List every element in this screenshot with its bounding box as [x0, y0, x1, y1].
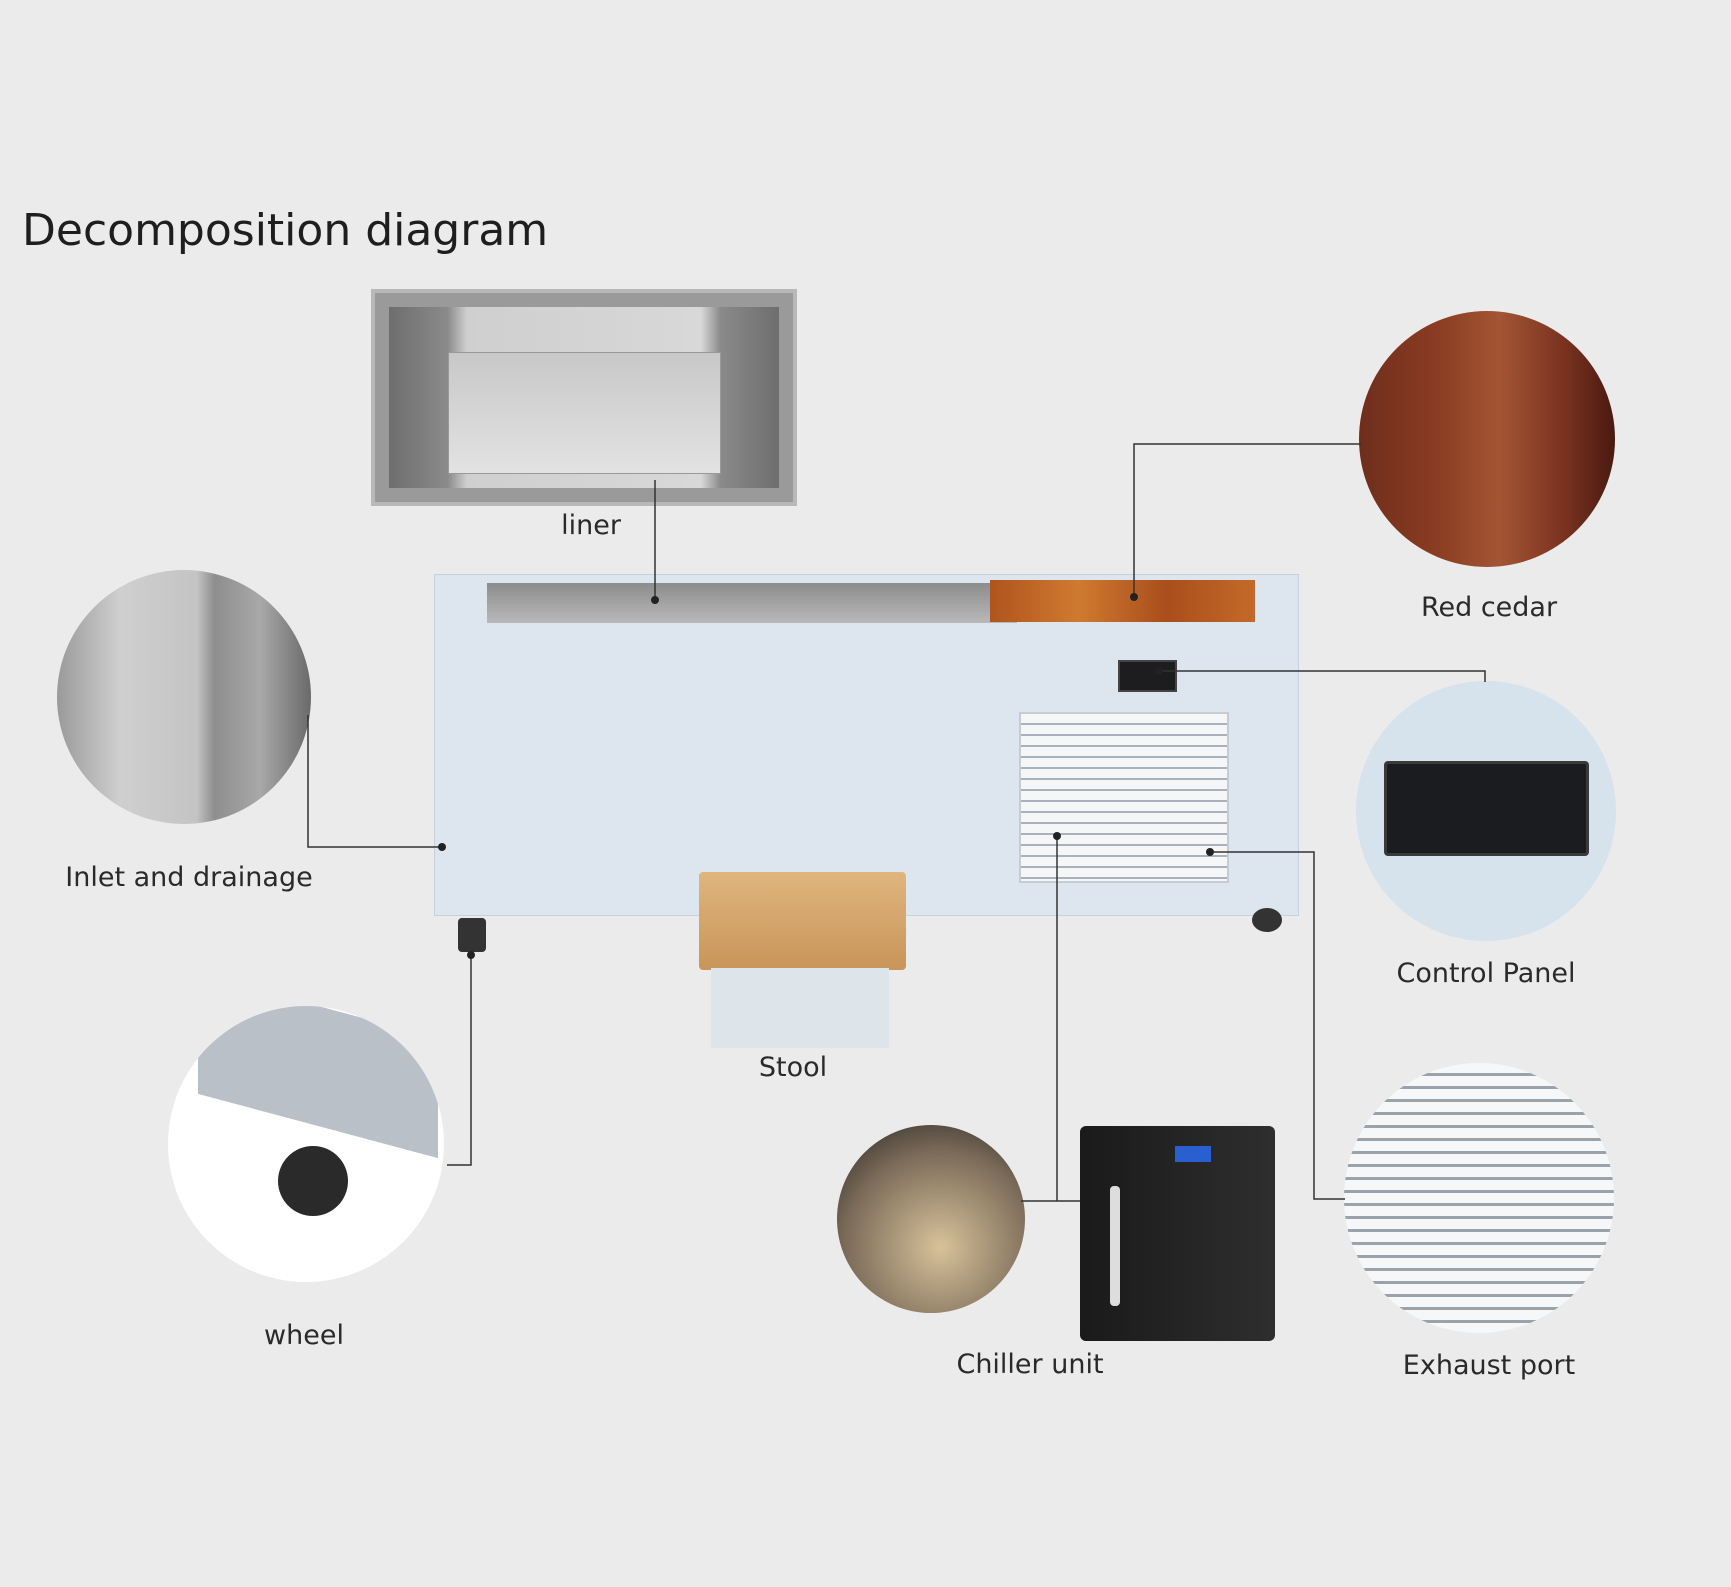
leader-control-panel — [1159, 670, 1486, 682]
red-cedar-circle — [1359, 311, 1615, 567]
liner-image — [371, 289, 797, 506]
wheel-left — [458, 918, 486, 952]
inlet-circle — [57, 570, 311, 824]
label-red-cedar: Red cedar — [1420, 592, 1558, 623]
dot-exhaust — [1206, 848, 1214, 856]
wheel-right — [1252, 908, 1282, 932]
label-chiller: Chiller unit — [956, 1349, 1104, 1380]
label-wheel: wheel — [264, 1320, 344, 1351]
leader-exhaust — [1210, 851, 1345, 1200]
dot-inlet — [438, 843, 446, 851]
label-control-panel: Control Panel — [1396, 958, 1576, 989]
tub-opening — [487, 583, 1017, 623]
label-stool: Stool — [758, 1052, 828, 1083]
vent-grille — [1019, 712, 1229, 883]
label-exhaust: Exhaust port — [1402, 1350, 1576, 1381]
page-title: Decomposition diagram — [22, 205, 549, 256]
label-inlet: Inlet and drainage — [65, 862, 313, 893]
chiller-unit-image — [1080, 1126, 1275, 1341]
dot-red-cedar — [1130, 593, 1138, 601]
leader-wheel — [447, 955, 472, 1166]
dot-liner — [651, 596, 659, 604]
wheel-circle — [168, 1006, 444, 1282]
cedar-cover — [990, 580, 1255, 622]
control-box — [1118, 660, 1177, 692]
dot-wheel — [467, 951, 475, 959]
control-panel-circle — [1356, 681, 1616, 941]
label-liner: liner — [561, 510, 621, 541]
dot-control-panel — [1155, 667, 1163, 675]
leader-red-cedar — [1133, 443, 1361, 597]
exhaust-port-circle — [1344, 1063, 1614, 1333]
stool-top — [699, 872, 906, 970]
dot-chiller — [1053, 832, 1061, 840]
chiller-interior-circle — [837, 1125, 1025, 1313]
leader-inlet — [307, 715, 442, 848]
stool-base — [711, 968, 889, 1048]
